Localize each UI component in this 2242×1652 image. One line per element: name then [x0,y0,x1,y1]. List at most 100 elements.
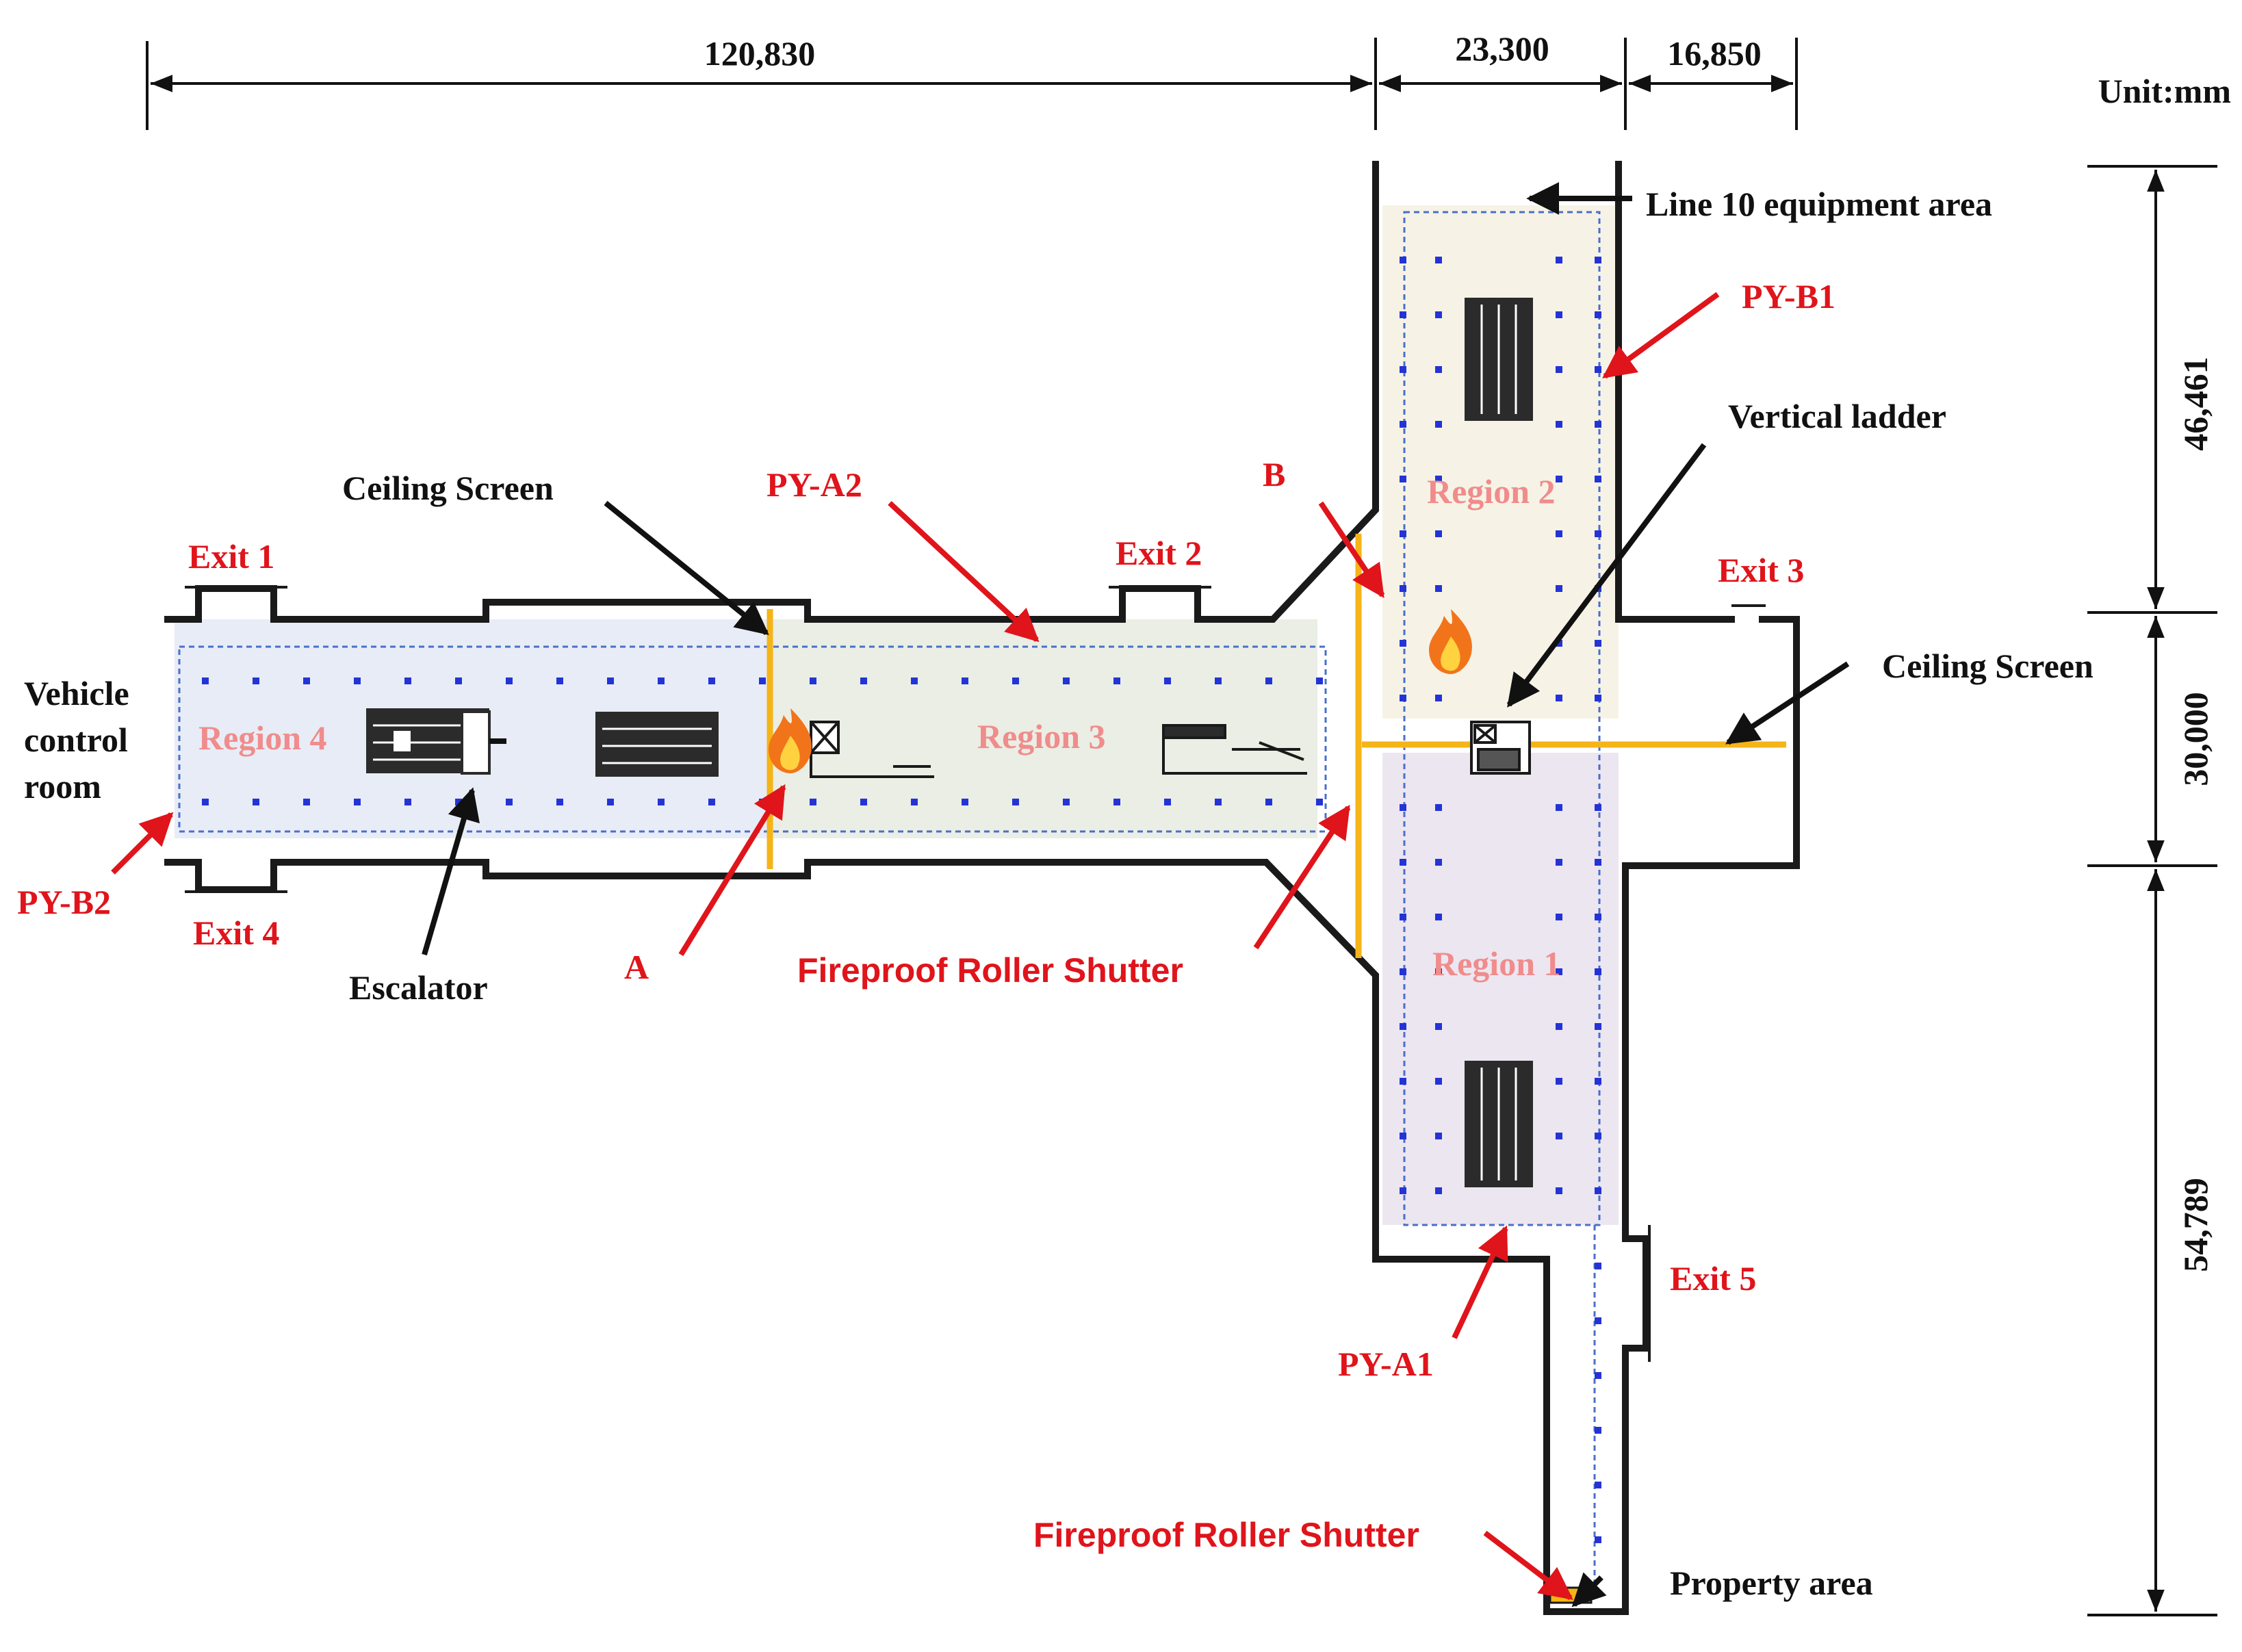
region-1-label: Region 1 [1432,944,1561,983]
exit-1-label: Exit 1 [188,537,274,576]
vehicle-control-room-line-3: room [24,767,101,805]
dim-right-3: 54,789 [2176,1178,2215,1272]
sprinkler-dot [404,677,411,684]
region-3-label: Region 3 [977,717,1106,756]
sprinkler-dot [1595,640,1601,647]
sprinkler-dot [1595,1482,1601,1488]
sprinkler-dot [1556,1078,1562,1085]
sprinkler-dot [1435,1078,1442,1085]
fireproof-roller-shutter-label-1: Fireproof Roller Shutter [797,951,1183,990]
exit-2-label: Exit 2 [1116,534,1202,572]
line10-label: Line 10 equipment area [1646,185,1992,223]
dimension-lines [146,38,2217,1616]
sprinkler-dot [1435,1187,1442,1194]
red-arrows [111,292,1720,1601]
sprinkler-dots [202,257,1601,1543]
ceiling-screens [766,534,1786,958]
sprinkler-dot [1400,968,1406,975]
sprinkler-dot [962,799,968,805]
sprinkler-dot [1400,804,1406,811]
stair-box-region3-right [1162,724,1307,775]
sprinkler-dot [1595,1023,1601,1030]
dim-top-3: 16,850 [1667,34,1762,73]
escalator-south [1465,1061,1533,1187]
sprinkler-dot [1556,421,1562,428]
sprinkler-dot [708,677,715,684]
sprinkler-dot [1435,1133,1442,1139]
sprinkler-dot [1556,859,1562,866]
sprinkler-dot [860,677,867,684]
sprinkler-dot [1316,677,1323,684]
sprinkler-dot [1400,914,1406,920]
sprinkler-dot [1265,677,1272,684]
sprinkler-dot [1400,530,1406,537]
sprinkler-dot [1113,677,1120,684]
sprinkler-dot [1400,1078,1406,1085]
exit-4-label: Exit 4 [193,914,279,952]
sprinkler-dot [1595,421,1601,428]
dim-top-2: 23,300 [1455,29,1549,68]
sprinkler-dot [1595,1427,1601,1434]
exit-3-label: Exit 3 [1718,551,1804,589]
sprinkler-dot [404,799,411,805]
sprinkler-dot [1556,585,1562,592]
sprinkler-dot [303,677,310,684]
sprinkler-dot [1595,311,1601,318]
sprinkler-dot [202,799,209,805]
exit-5-label: Exit 5 [1670,1259,1756,1298]
escalator-north [1465,298,1533,421]
sprinkler-dot [1595,1133,1601,1139]
sprinkler-dot [1556,1187,1562,1194]
sprinkler-dot [1556,640,1562,647]
sprinkler-dot [1265,799,1272,805]
dim-right-1: 46,461 [2176,357,2215,451]
sprinkler-dot [1215,677,1222,684]
sprinkler-dot [1400,1187,1406,1194]
sprinkler-dot [1595,1263,1601,1269]
escalator-west-2 [595,712,719,777]
sprinkler-dot [1595,1372,1601,1379]
unit-label: Unit:mm [2098,72,2231,110]
sprinkler-dot [1595,1536,1601,1543]
sprinkler-dot [1556,1023,1562,1030]
sprinkler-dot [962,677,968,684]
sprinkler-dot [1435,1023,1442,1030]
vehicle-control-room-line-1: Vehicle [24,674,129,712]
sprinkler-dot [1556,311,1562,318]
sprinkler-dot [1595,530,1601,537]
sprinkler-dot [1595,257,1601,263]
sprinkler-dot [607,799,614,805]
sprinkler-dot [1556,914,1562,920]
sprinkler-dot [1400,421,1406,428]
sprinkler-dot [1012,799,1019,805]
sprinkler-dot [1595,859,1601,866]
sprinkler-dot [253,799,259,805]
sprinkler-dot [810,677,816,684]
sprinkler-dot [860,799,867,805]
escalator-west-1 [366,708,506,775]
sprinkler-dot [1400,585,1406,592]
sprinkler-dot [1556,257,1562,263]
sprinkler-dot [506,799,513,805]
sprinkler-dot [1556,476,1562,482]
py-b2-label: PY-B2 [17,883,111,921]
sprinkler-dot [1435,585,1442,592]
vertical-ladder-box [1470,721,1531,775]
sprinkler-dot [1400,695,1406,701]
sprinkler-dot [1400,311,1406,318]
sprinkler-dot [1595,914,1601,920]
sprinkler-dot [708,799,715,805]
region-2-label: Region 2 [1427,472,1556,511]
sprinkler-dot [1400,1133,1406,1139]
py-a1-label: PY-A1 [1338,1345,1434,1383]
region-2-area [1382,205,1619,719]
sprinkler-dot [1435,804,1442,811]
sprinkler-dot [303,799,310,805]
sprinkler-dot [1595,1078,1601,1085]
sprinkler-dot [253,677,259,684]
sprinkler-dot [1215,799,1222,805]
sprinkler-dot [1435,859,1442,866]
sprinkler-dot [1595,804,1601,811]
sprinkler-dot [1063,799,1070,805]
